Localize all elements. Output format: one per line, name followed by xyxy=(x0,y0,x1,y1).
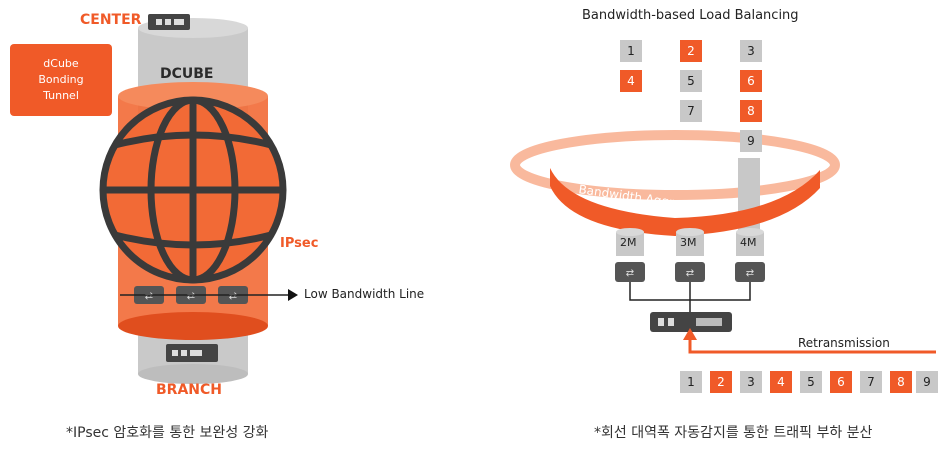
line-label-4m: 4M xyxy=(740,236,757,249)
sequence-box: 7 xyxy=(860,371,882,393)
svg-text:⇄: ⇄ xyxy=(229,291,237,302)
sequence-box: 3 xyxy=(740,371,762,393)
packet-box: 2 xyxy=(680,40,702,62)
bonding-tunnel-box: dCube Bonding Tunnel xyxy=(10,44,112,116)
line-cylinder xyxy=(736,228,764,256)
packet-box: 8 xyxy=(740,100,762,122)
svg-text:⇄: ⇄ xyxy=(187,291,195,302)
router-icon: ⇄ xyxy=(675,262,705,282)
retransmission-arrow xyxy=(688,338,936,354)
arrow-up-icon xyxy=(683,328,697,340)
bonding-tunnel-line: Bonding xyxy=(38,73,84,86)
line-cylinder xyxy=(616,228,644,256)
packet-box: 9 xyxy=(740,130,762,152)
line-cylinder xyxy=(676,228,704,256)
load-balancing-graphic: ⇄ ⇄ ⇄ xyxy=(510,130,936,354)
sequence-box: 5 xyxy=(800,371,822,393)
load-balancing-title: Bandwidth-based Load Balancing xyxy=(582,8,799,23)
packet-box: 6 xyxy=(740,70,762,92)
bonding-tunnel-line: dCube xyxy=(43,57,79,70)
sequence-box: 9 xyxy=(916,371,938,393)
sequence-box: 8 xyxy=(890,371,912,393)
sequence-box: 2 xyxy=(710,371,732,393)
globe-icon xyxy=(99,96,287,284)
center-label: CENTER xyxy=(80,12,142,28)
ipsec-diagram: ⇄ ⇄ ⇄ CENTER DCUBE IPsec BRANCH xyxy=(10,12,425,441)
dcube-label: DCUBE xyxy=(160,66,214,82)
svg-text:⇄: ⇄ xyxy=(145,291,153,302)
branch-server-icon xyxy=(166,344,218,362)
retransmission-label: Retransmission xyxy=(798,336,890,350)
packet-box: 7 xyxy=(680,100,702,122)
arrow-right-icon xyxy=(288,289,298,301)
router-icon: ⇄ xyxy=(615,262,645,282)
sequence-box: 1 xyxy=(680,371,702,393)
low-bandwidth-line-label: Low Bandwidth Line xyxy=(304,287,425,301)
ipsec-tunnel-bottom xyxy=(118,312,268,340)
aggregation-ring-front xyxy=(550,168,820,236)
line-label-2m: 2M xyxy=(620,236,637,249)
sequence-box: 4 xyxy=(770,371,792,393)
svg-text:⇄: ⇄ xyxy=(686,268,694,279)
connector-lines xyxy=(629,282,751,312)
server-icon xyxy=(650,312,732,332)
bonding-tunnel-line: Tunnel xyxy=(43,89,79,102)
ipsec-diagram-graphic: ⇄ ⇄ ⇄ xyxy=(99,14,298,384)
branch-cylinder-bottom xyxy=(138,364,248,384)
aggregation-ring-back xyxy=(510,130,840,200)
ipsec-tunnel-top xyxy=(118,82,268,110)
right-caption: *회선 대역폭 자동감지를 통한 트래픽 부하 분산 xyxy=(594,425,873,441)
svg-text:⇄: ⇄ xyxy=(746,268,754,279)
svg-text:⇄: ⇄ xyxy=(626,268,634,279)
packet-box: 1 xyxy=(620,40,642,62)
router-icon: ⇄ xyxy=(735,262,765,282)
line-label-3m: 3M xyxy=(680,236,697,249)
center-server-icon xyxy=(148,14,190,30)
ipsec-label: IPsec xyxy=(280,236,319,251)
sequence-box: 6 xyxy=(830,371,852,393)
packet-box: 5 xyxy=(680,70,702,92)
packet-box: 3 xyxy=(740,40,762,62)
left-caption: *IPsec 암호화를 통한 보완성 강화 xyxy=(66,425,269,441)
packet-box: 4 xyxy=(620,70,642,92)
branch-label: BRANCH xyxy=(156,382,222,398)
load-balancing-diagram: Bandwidth-based Load Balancing ⇄ ⇄ xyxy=(470,0,938,450)
